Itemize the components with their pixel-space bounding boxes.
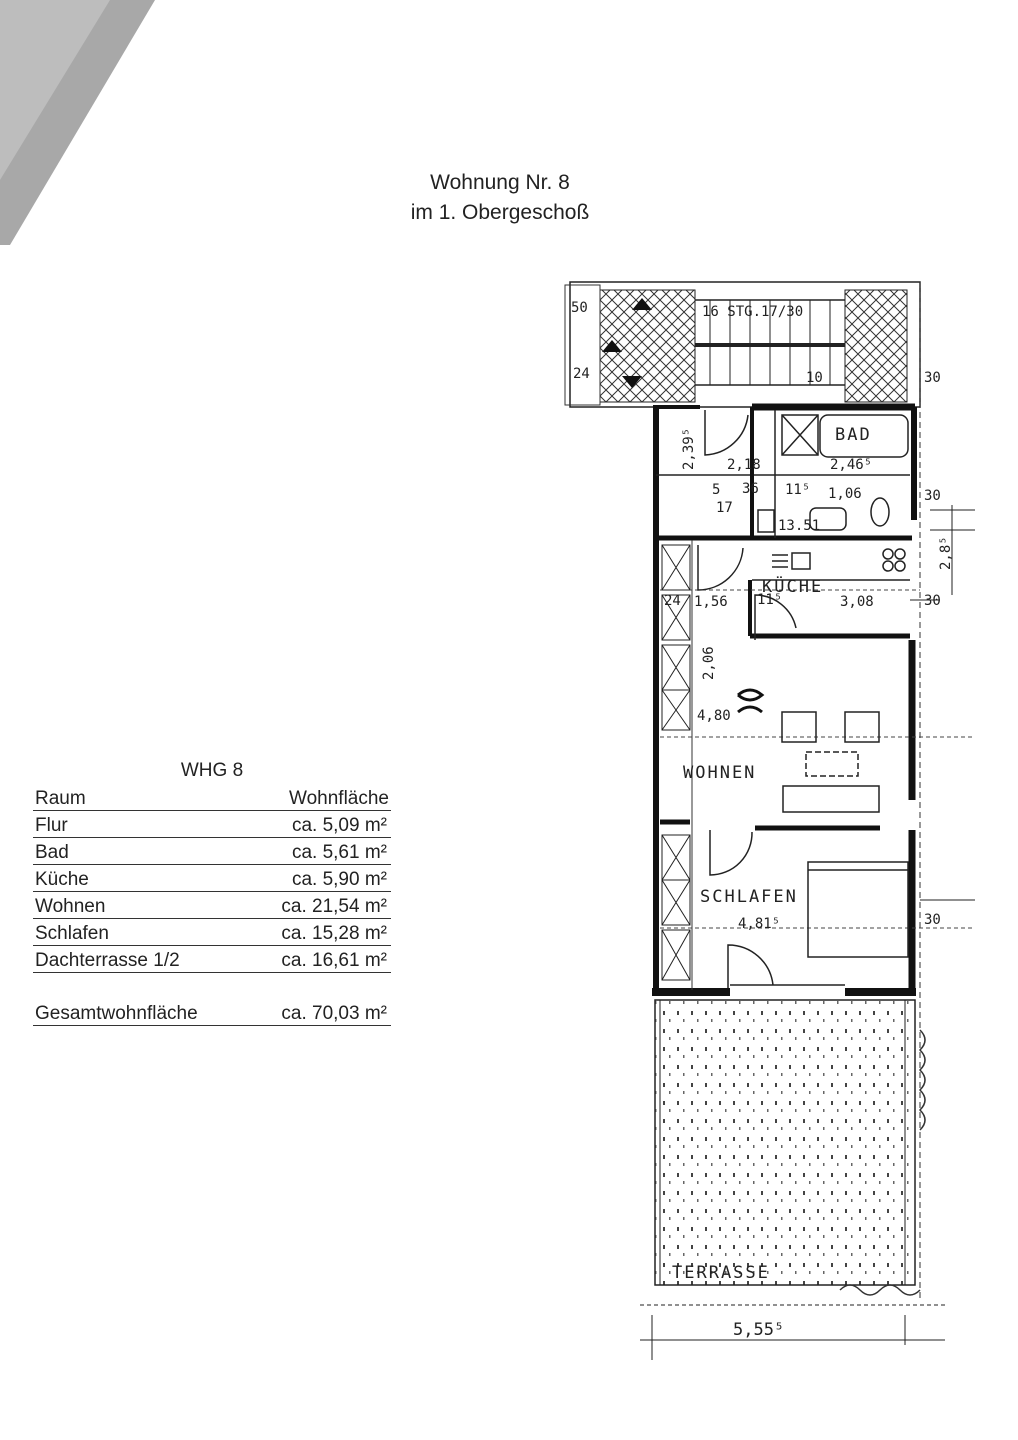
area-table-title: WHG 8 [180, 760, 244, 781]
toilet-icon [870, 497, 890, 527]
dim-218: 2,18 [727, 457, 761, 473]
room-name: Schlafen [35, 923, 109, 944]
dim-2465: 2,46⁵ [830, 457, 872, 473]
dimension-right [910, 505, 975, 901]
room-name: Bad [35, 842, 69, 863]
dimension-bottom [640, 1304, 945, 1360]
room-name: Dachterrasse 1/2 [35, 950, 180, 971]
dim-4815: 4,81⁵ [738, 916, 780, 932]
col-room-header: Raum [35, 788, 86, 809]
sink-icon [809, 507, 847, 531]
room-area: ca. 15,28 m² [281, 923, 387, 944]
title-line-2: im 1. Obergeschoß [410, 201, 590, 224]
table-row: Schlafen ca. 15,28 m² [33, 919, 391, 946]
dim-106: 1,06 [828, 486, 862, 502]
room-label-wohnen: WOHNEN [683, 763, 756, 783]
room-area: ca. 5,09 m² [291, 815, 387, 836]
room-area: ca. 21,54 m² [281, 896, 387, 917]
dim-2395: 2,39⁵ [681, 428, 697, 470]
table-row: Dachterrasse 1/2 ca. 16,61 m² [33, 946, 391, 973]
table-row: Wohnen ca. 21,54 m² [33, 892, 391, 919]
table-row: Flur ca. 5,09 m² [33, 811, 391, 838]
stairwell: 16 STG.17/30 50 24 10 [564, 281, 921, 1300]
area-total-row: Gesamtwohnfläche ca. 70,03 m² [33, 999, 391, 1026]
total-area: ca. 70,03 m² [281, 1003, 387, 1024]
room-area: ca. 5,61 m² [291, 842, 387, 863]
col-area-header: Wohnfläche [289, 788, 389, 809]
dim-115-kueche: 11⁵ [757, 592, 782, 608]
stair-arrow-icon [632, 298, 652, 310]
spiral-symbol-icon [737, 688, 765, 714]
dim-5: 5 [712, 482, 720, 498]
room-area: ca. 5,90 m² [291, 869, 387, 890]
bathtub-icon [819, 414, 909, 458]
page-corner-shade [0, 0, 155, 245]
dim-24-kueche: 24 [664, 593, 681, 609]
room-label-terrasse: TERRASSE [672, 1263, 770, 1283]
dim-5555: 5,55⁵ [733, 1320, 784, 1340]
room-label-bad: BAD [835, 425, 872, 445]
room-name: Wohnen [35, 896, 106, 917]
dim-285: 2,8⁵ [938, 536, 954, 570]
stove-burner-icon [882, 548, 894, 560]
title-line-1: Wohnung Nr. 8 [430, 171, 570, 194]
exterior-walls [652, 403, 917, 996]
area-table-header: Raum Wohnfläche [33, 784, 391, 811]
table-row: Küche ca. 5,90 m² [33, 865, 391, 892]
page-title: Wohnung Nr. 8 im 1. Obergeschoß [360, 168, 640, 228]
dim-stair: 16 STG.17/30 [702, 304, 803, 320]
stair-arrow-icon [622, 376, 642, 388]
interior-walls [656, 407, 975, 990]
stair-arrow-icon [602, 340, 622, 352]
total-label: Gesamtwohnfläche [35, 1003, 198, 1024]
dim-10: 10 [806, 370, 823, 386]
dim-50: 50 [571, 300, 588, 316]
dim-30-top: 30 [924, 370, 941, 386]
room-name: Küche [35, 869, 89, 890]
table-row: Bad ca. 5,61 m² [33, 838, 391, 865]
area-table: WHG 8 Raum Wohnfläche Flur ca. 5,09 m² B… [33, 760, 391, 1026]
dim-480: 4,80 [697, 708, 731, 724]
room-label-schlafen: SCHLAFEN [700, 887, 798, 907]
dim-308: 3,08 [840, 594, 874, 610]
dim-206: 2,06 [701, 646, 717, 680]
dim-115-bad: 11⁵ [785, 482, 810, 498]
bed-icon [807, 861, 909, 958]
bedroom-furniture [807, 861, 909, 958]
dim-30-bad: 30 [924, 488, 941, 504]
dim-30-schlafen: 30 [924, 912, 941, 928]
wardrobes [661, 544, 691, 981]
room-area: ca. 16,61 m² [281, 950, 387, 971]
terrace [654, 999, 926, 1296]
dim-17: 17 [716, 500, 733, 516]
room-label-kueche: KÜCHE [762, 575, 823, 597]
dim-156: 1,56 [694, 594, 728, 610]
dim-30-kueche: 30 [924, 593, 941, 609]
door-swings [697, 410, 797, 988]
dim-24-top: 24 [573, 366, 590, 382]
living-furniture [737, 688, 880, 813]
room-name: Flur [35, 815, 68, 836]
dim-1351: 13.51 [778, 518, 820, 534]
floor-plan-drawing: 16 STG.17/30 50 24 10 [564, 281, 975, 1360]
bathroom-fixtures [757, 414, 909, 533]
kitchen-fixtures [772, 548, 906, 572]
dim-36: 36 [742, 481, 759, 497]
